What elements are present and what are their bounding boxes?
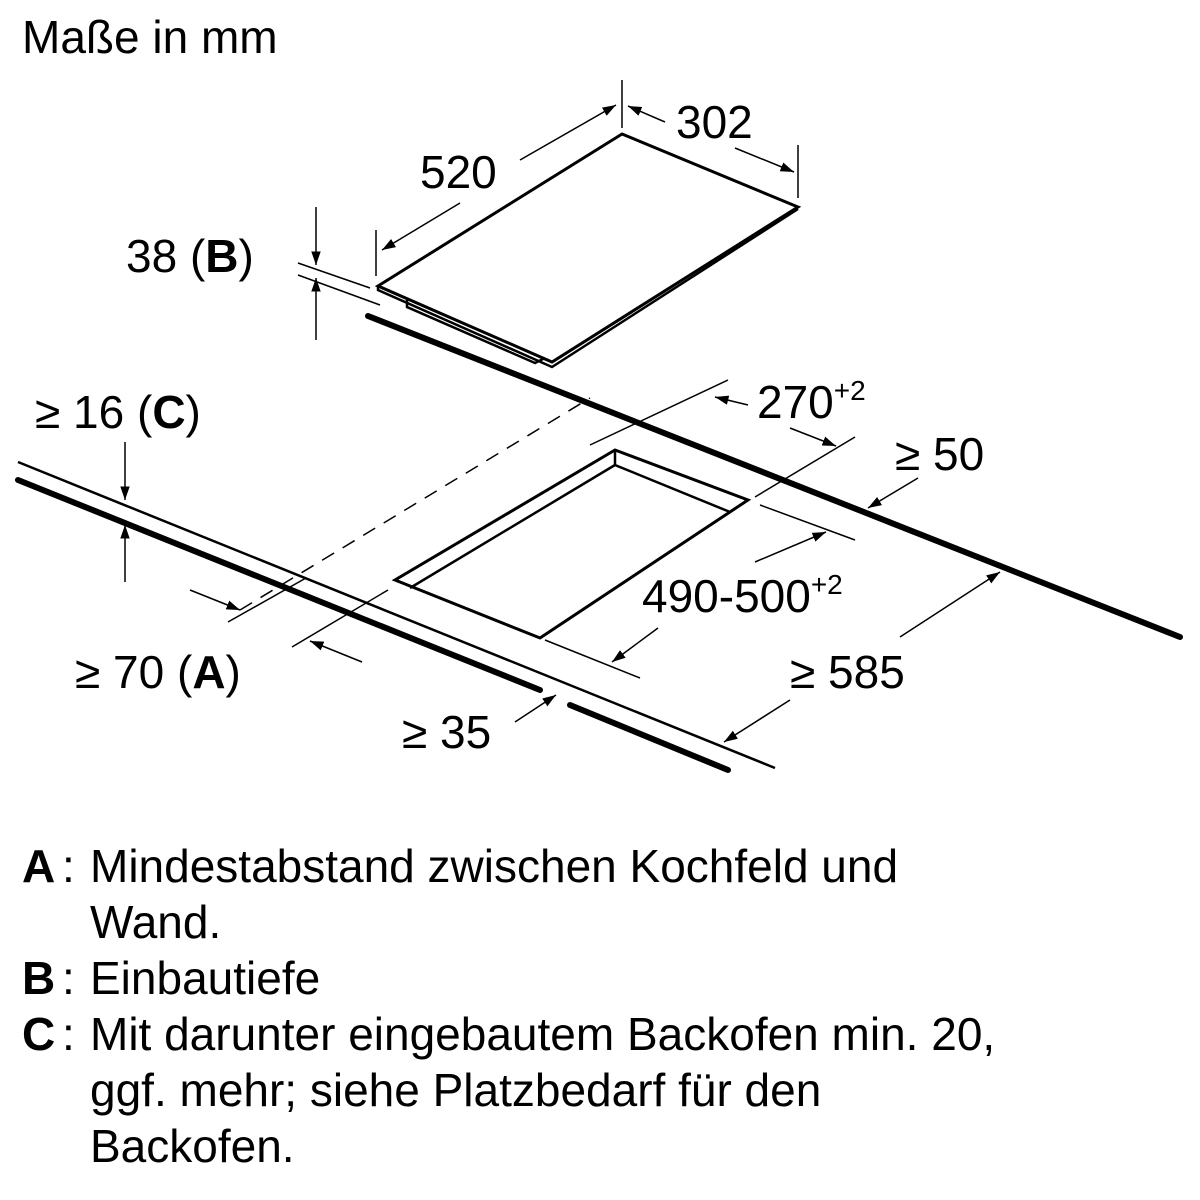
- hob-drawing: [297, 80, 802, 369]
- legend-item-a: A: Mindestabstand zwischen Kochfeld und …: [22, 840, 899, 948]
- dim-cutout-depth: 490-500+2: [642, 569, 843, 622]
- dim-counter-thickness: ≥ 16 (C): [35, 386, 201, 438]
- legend: A: Mindestabstand zwischen Kochfeld und …: [22, 838, 1020, 1174]
- dim-install-depth: 38 (B): [126, 230, 254, 282]
- legend-item-c: C: Mit darunter eingebautem Backofen min…: [22, 1008, 996, 1172]
- dim-wall-clearance: ≥ 70 (A): [75, 646, 241, 698]
- dim-cutout-width: 270+2: [757, 375, 866, 428]
- countertop-drawing: [15, 313, 1183, 773]
- dim-back-clearance: ≥ 50: [895, 428, 984, 480]
- installation-diagram: 520 302 38 (B) ≥ 16 (C) 270+2 ≥ 50 490-5…: [15, 80, 1183, 773]
- dim-hob-width: 302: [676, 96, 753, 148]
- legend-item-b: B: Einbautiefe: [22, 952, 321, 1004]
- dim-hob-depth: 520: [420, 146, 497, 198]
- page-title: Maße in mm: [22, 11, 278, 63]
- dim-front-clearance: ≥ 35: [402, 706, 491, 758]
- dim-counter-depth: ≥ 585: [790, 646, 905, 698]
